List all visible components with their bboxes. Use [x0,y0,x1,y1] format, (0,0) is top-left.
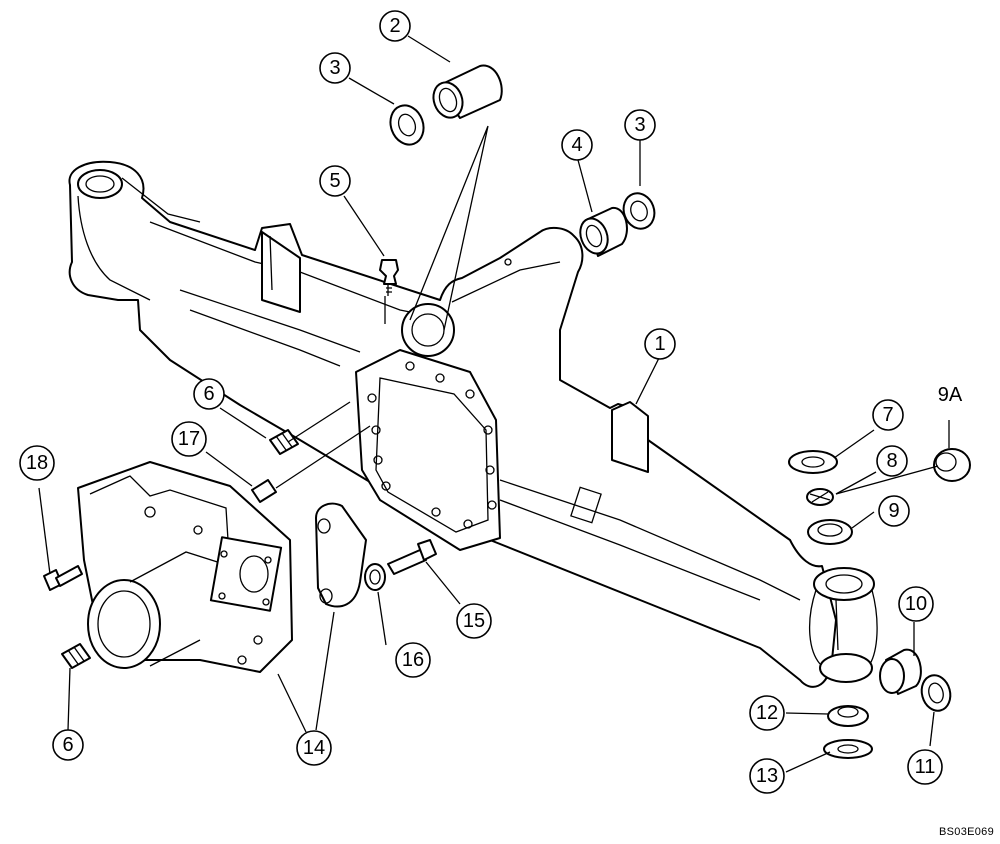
svg-text:4: 4 [571,134,582,156]
callout-12: 12 [749,695,785,731]
callout-10: 10 [898,586,934,622]
washer-7 [788,450,838,474]
callout-13: 13 [749,758,785,794]
grease-fitting-5 [379,259,399,296]
svg-text:11: 11 [915,756,936,778]
callout-1: 1 [644,328,676,360]
svg-text:18: 18 [26,452,48,474]
bearing-16 [364,563,386,591]
svg-text:7: 7 [882,404,893,426]
callout-18: 18 [19,445,55,481]
dowel-17 [251,479,277,503]
svg-text:9: 9 [888,500,899,522]
svg-text:15: 15 [463,610,485,632]
callout-4: 4 [561,129,593,161]
bushing-10 [879,648,922,695]
callout-11: 11 [907,749,943,785]
svg-text:16: 16 [402,649,424,671]
svg-text:14: 14 [303,737,325,759]
callout-16: 16 [395,642,431,678]
callout-6-lower: 6 [52,729,84,761]
callout-8: 8 [876,445,908,477]
callout-9: 9 [878,495,910,527]
callout-3-upper: 3 [319,52,351,84]
washer-13 [823,739,873,759]
seal-11 [920,674,952,712]
svg-text:6: 6 [62,734,73,756]
seal-3-right [622,192,656,230]
callout-6-upper: 6 [193,378,225,410]
callout-3-right: 3 [624,109,656,141]
callout-5: 5 [319,165,351,197]
seal-9A [933,448,971,482]
leader-lines [38,35,950,773]
svg-text:8: 8 [886,450,897,472]
callout-17: 17 [171,421,207,457]
plug-6-lower [61,643,91,669]
bushing-4 [579,206,628,257]
differential-carrier [77,461,293,673]
svg-text:17: 17 [178,428,200,450]
callout-9A-label: 9A [938,384,963,406]
bolt-18 [43,565,83,591]
bearing-12 [827,705,869,727]
svg-text:13: 13 [756,765,778,787]
reference-code: BS03E069 [939,826,994,838]
bolt-15 [387,539,437,575]
svg-text:10: 10 [905,593,927,615]
svg-text:9A: 9A [938,384,963,406]
bearing-9 [807,519,853,545]
svg-text:2: 2 [389,15,400,37]
plug-6-upper [269,429,299,455]
svg-text:12: 12 [756,702,778,724]
svg-text:6: 6 [203,383,214,405]
callout-15: 15 [456,603,492,639]
bearing-cap [315,502,367,608]
svg-text:1: 1 [654,333,665,355]
svg-text:3: 3 [329,57,340,79]
bushing-2 [432,64,503,119]
callout-2: 2 [379,10,411,42]
nut-8 [806,488,834,506]
svg-text:3: 3 [634,114,645,136]
axle-housing [68,160,878,688]
callout-7: 7 [872,399,904,431]
seal-3-upper [389,104,425,146]
svg-text:5: 5 [329,170,340,192]
callout-14: 14 [296,730,332,766]
